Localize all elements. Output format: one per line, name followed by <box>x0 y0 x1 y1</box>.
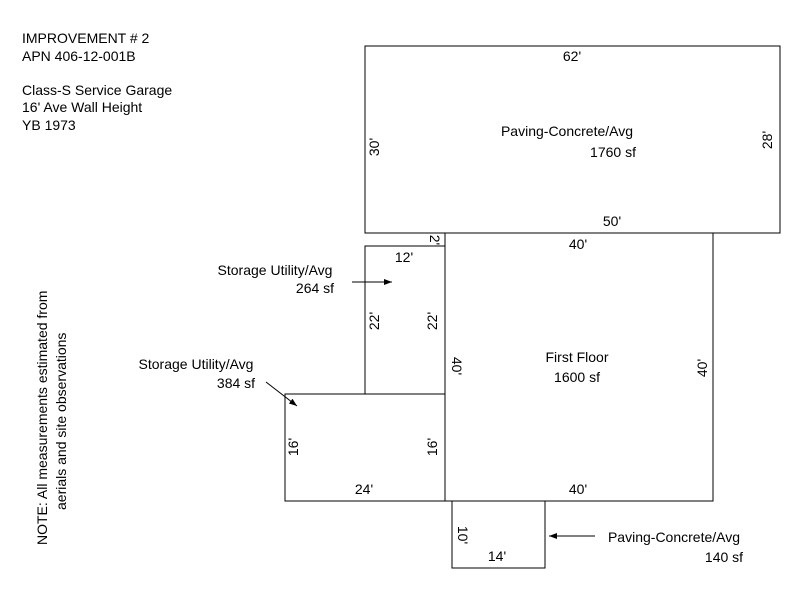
dim-storage-lower-right: 16' <box>424 438 440 456</box>
paving-top-label: Paving-Concrete/Avg <box>501 123 633 139</box>
dim-storage-lower-bottom: 24' <box>355 481 373 497</box>
header-class: Class-S Service Garage <box>22 82 172 98</box>
storage-lower-label: Storage Utility/Avg <box>139 356 254 372</box>
note-line-1: NOTE: All measurements estimated from <box>34 291 50 545</box>
dim-storage-upper-top: 12' <box>395 249 413 265</box>
note-line-2: aerials and site observations <box>53 333 69 510</box>
paving-bottom-label: Paving-Concrete/Avg <box>608 529 740 545</box>
dim-storage-upper-left: 22' <box>366 312 382 330</box>
dim-storage-upper-right: 22' <box>424 312 440 330</box>
dim-paving-top-bottom: 50' <box>603 213 621 229</box>
dim-paving-top-right: 28' <box>759 131 775 149</box>
storage-lower-rect <box>284 393 446 502</box>
storage-lower-area: 384 sf <box>217 375 255 391</box>
first-floor-label: First Floor <box>546 349 609 365</box>
first-floor-rect <box>444 232 714 502</box>
paving-top-rect <box>364 45 781 234</box>
dim-paving-bottom-left: 10' <box>455 526 471 544</box>
dim-paving-top-width: 62' <box>563 48 581 64</box>
paving-top-area: 1760 sf <box>590 144 636 160</box>
paving-bottom-area: 140 sf <box>705 549 743 565</box>
header-apn: APN 406-12-001B <box>22 48 136 64</box>
header-year-built: YB 1973 <box>22 117 76 133</box>
storage-lower-arrow <box>265 381 298 407</box>
dim-offset: 2' <box>427 235 443 245</box>
header-improvement: IMPROVEMENT # 2 <box>22 30 150 46</box>
dim-storage-lower-left: 16' <box>285 438 301 456</box>
paving-bottom-rect <box>451 500 546 569</box>
dim-floor-top: 40' <box>569 236 587 252</box>
header-wall-height: 16' Ave Wall Height <box>22 99 142 115</box>
dim-floor-right: 40' <box>694 359 710 377</box>
storage-upper-label: Storage Utility/Avg <box>218 262 333 278</box>
first-floor-area: 1600 sf <box>554 369 600 385</box>
dim-floor-left: 40' <box>449 357 465 375</box>
dim-floor-bottom: 40' <box>569 481 587 497</box>
storage-upper-area: 264 sf <box>296 280 334 296</box>
dim-paving-top-left: 30' <box>366 138 382 156</box>
dim-paving-bottom-bottom: 14' <box>488 548 506 564</box>
